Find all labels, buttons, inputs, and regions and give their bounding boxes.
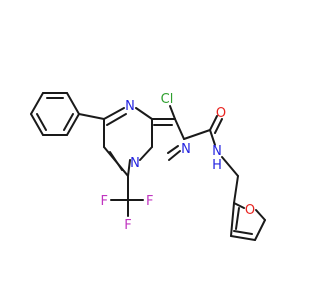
atom-n-pyrimidine: N xyxy=(125,99,135,114)
atom-labels: Cl O N N N N H O F F F xyxy=(101,92,256,233)
bond xyxy=(30,113,44,136)
atom-h-amide: H xyxy=(212,158,222,173)
bond xyxy=(183,129,211,140)
bond xyxy=(66,113,80,136)
bond xyxy=(36,113,47,131)
bond xyxy=(230,235,256,241)
bond xyxy=(168,150,181,161)
bond xyxy=(66,92,80,115)
atom-n-bridge: N xyxy=(130,156,140,171)
bond xyxy=(230,202,235,237)
bond xyxy=(139,146,153,161)
bond xyxy=(169,105,176,120)
bond xyxy=(221,156,239,177)
bond-lines xyxy=(30,92,266,241)
bond xyxy=(233,202,245,209)
bond xyxy=(103,107,125,120)
bond xyxy=(78,113,105,120)
atom-f-left: F xyxy=(101,194,108,209)
bond xyxy=(214,118,223,134)
bond xyxy=(209,129,216,146)
atom-f-bottom: F xyxy=(124,218,131,233)
atom-n-pyrazole: N xyxy=(181,142,191,157)
atom-o-carbonyl: O xyxy=(216,106,226,121)
bond xyxy=(233,230,253,235)
molecule-canvas: Cl O N N N N H O F F F xyxy=(30,92,266,241)
atom-cl: Cl xyxy=(161,92,174,107)
bond xyxy=(30,92,44,115)
molecule-structure: Cl O N N N N H O F F F xyxy=(30,92,266,241)
bond xyxy=(235,207,240,230)
bond xyxy=(254,219,266,241)
bond xyxy=(209,115,218,131)
bond xyxy=(174,118,185,140)
bond xyxy=(255,209,266,221)
bond xyxy=(167,145,179,154)
atom-f-right: F xyxy=(146,194,153,209)
atom-o-furan: O xyxy=(245,203,255,218)
bond xyxy=(106,113,127,126)
bond xyxy=(63,113,74,131)
bond xyxy=(127,159,131,177)
bond xyxy=(233,175,239,204)
bond xyxy=(135,107,153,120)
atom-n-amide: N xyxy=(212,144,222,159)
bond xyxy=(109,151,123,171)
